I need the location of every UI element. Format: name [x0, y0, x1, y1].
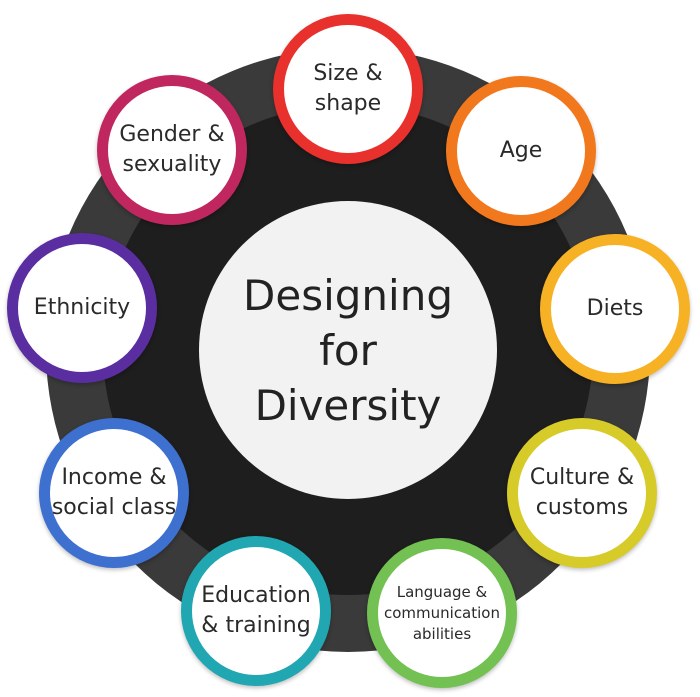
node-label: Gender & sexuality — [119, 120, 224, 180]
node-label-line: abilities — [412, 624, 472, 643]
node-gender-sexuality: Gender & sexuality — [97, 75, 247, 225]
node-label: Language & communication abilities — [384, 582, 500, 645]
node-size-shape: Size & shape — [273, 14, 423, 164]
center-circle: Designing for Diversity — [199, 201, 497, 499]
node-label-line: & training — [201, 613, 311, 638]
node-label-line: Language & — [396, 582, 488, 601]
node-ethnicity: Ethnicity — [7, 233, 157, 383]
node-label-line: communication — [383, 603, 500, 622]
node-label-line: Income & — [61, 465, 167, 490]
node-label: Size & shape — [313, 59, 382, 119]
node-culture-customs: Culture & customs — [507, 418, 657, 568]
node-label-line: shape — [314, 91, 382, 116]
node-label-line: Size & — [313, 61, 383, 86]
node-label: Diets — [587, 294, 644, 324]
node-diets: Diets — [540, 234, 690, 384]
node-label: Age — [500, 136, 543, 166]
node-language-communication: Language & communication abilities — [367, 538, 517, 688]
node-label: Education & training — [201, 581, 311, 641]
node-education-training: Education & training — [181, 536, 331, 686]
node-income-social-class: Income & social class — [39, 418, 189, 568]
node-label: Culture & customs — [530, 463, 634, 523]
node-label-line: Diets — [586, 296, 644, 321]
node-label-line: Ethnicity — [33, 295, 131, 320]
node-label-line: Age — [499, 138, 543, 163]
node-age: Age — [446, 76, 596, 226]
center-title: Designing for Diversity — [243, 270, 453, 430]
node-label-line: Gender & — [119, 122, 225, 147]
node-label: Income & social class — [52, 463, 176, 523]
node-label: Ethnicity — [34, 293, 130, 323]
node-label-line: social class — [51, 495, 177, 520]
node-label-line: customs — [535, 495, 629, 520]
node-label-line: Culture & — [529, 465, 635, 490]
node-label-line: Education — [201, 583, 311, 608]
node-label-line: sexuality — [122, 152, 222, 177]
